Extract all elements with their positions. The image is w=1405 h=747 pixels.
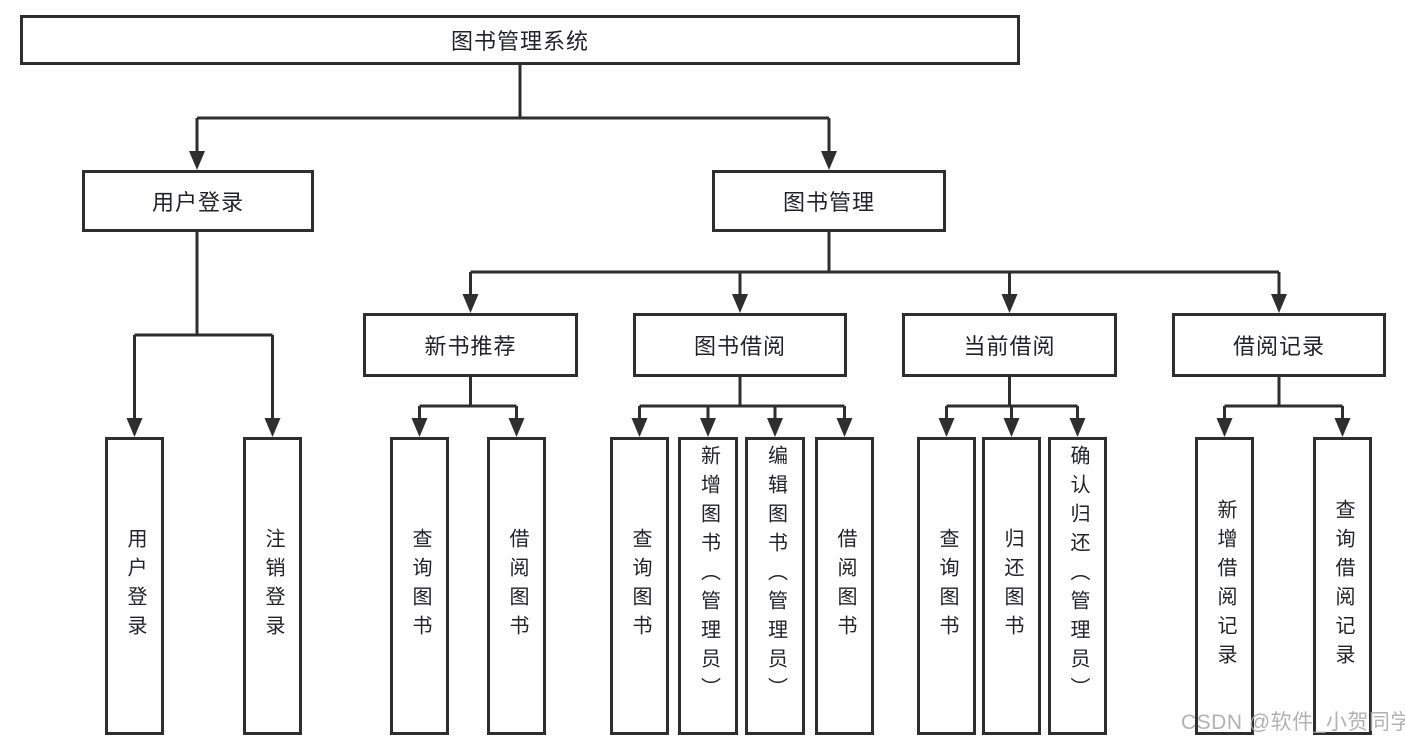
- node-library-management-system: 图书管理系统: [20, 15, 1020, 65]
- leaf-add-books-admin: 新增图书（管理员）: [678, 437, 738, 735]
- leaf-add-borrow-record: 新增借阅记录: [1195, 437, 1254, 735]
- node-current-borrowing: 当前借阅: [902, 313, 1117, 377]
- leaf-label: 借阅图书: [834, 528, 856, 644]
- node-label: 借阅记录: [1232, 334, 1325, 359]
- csdn-watermark: CSDN @软件_小贺同学: [1181, 711, 1405, 734]
- leaf-confirm-return-admin: 确认归还（管理员）: [1048, 437, 1107, 735]
- node-label: 当前借阅: [963, 334, 1056, 359]
- leaf-return-books: 归还图书: [982, 437, 1041, 735]
- leaf-query-books-current: 查询图书: [917, 437, 976, 735]
- node-label: 用户登录: [151, 190, 244, 215]
- node-label: 新书推荐: [424, 334, 517, 359]
- leaf-label: 查询图书: [936, 528, 958, 644]
- node-borrowing-records: 借阅记录: [1172, 313, 1386, 377]
- leaf-label: 用户登录: [124, 528, 146, 644]
- node-book-borrowing: 图书借阅: [633, 313, 847, 377]
- leaf-label: 查询图书: [629, 528, 651, 644]
- leaf-label: 借阅图书: [506, 528, 528, 644]
- leaf-edit-books-admin: 编辑图书（管理员）: [745, 437, 805, 735]
- node-book-management-branch: 图书管理: [712, 170, 946, 232]
- leaf-label: 归还图书: [1001, 528, 1023, 644]
- node-label: 图书管理: [782, 190, 875, 215]
- leaf-query-books-borrowing: 查询图书: [610, 437, 669, 735]
- leaf-label: 新增图书（管理员）: [697, 445, 720, 706]
- leaf-user-login: 用户登录: [105, 437, 164, 735]
- leaf-query-borrow-record: 查询借阅记录: [1313, 437, 1372, 735]
- leaf-label: 查询图书: [409, 528, 431, 644]
- node-label: 图书借阅: [693, 334, 786, 359]
- leaf-label: 编辑图书（管理员）: [764, 445, 787, 706]
- node-label: 图书管理系统: [450, 29, 589, 54]
- leaf-logout: 注销登录: [243, 437, 302, 735]
- node-new-book-recommendation: 新书推荐: [363, 313, 578, 377]
- leaf-label: 确认归还（管理员）: [1067, 445, 1089, 706]
- node-user-login-branch: 用户登录: [82, 170, 314, 232]
- leaf-label: 新增借阅记录: [1214, 499, 1236, 673]
- leaf-borrow-books-borrowing: 借阅图书: [815, 437, 874, 735]
- leaf-label: 注销登录: [262, 528, 284, 644]
- leaf-borrow-books-recommend: 借阅图书: [487, 437, 546, 735]
- leaf-query-books-recommend: 查询图书: [390, 437, 449, 735]
- leaf-label: 查询借阅记录: [1332, 499, 1354, 673]
